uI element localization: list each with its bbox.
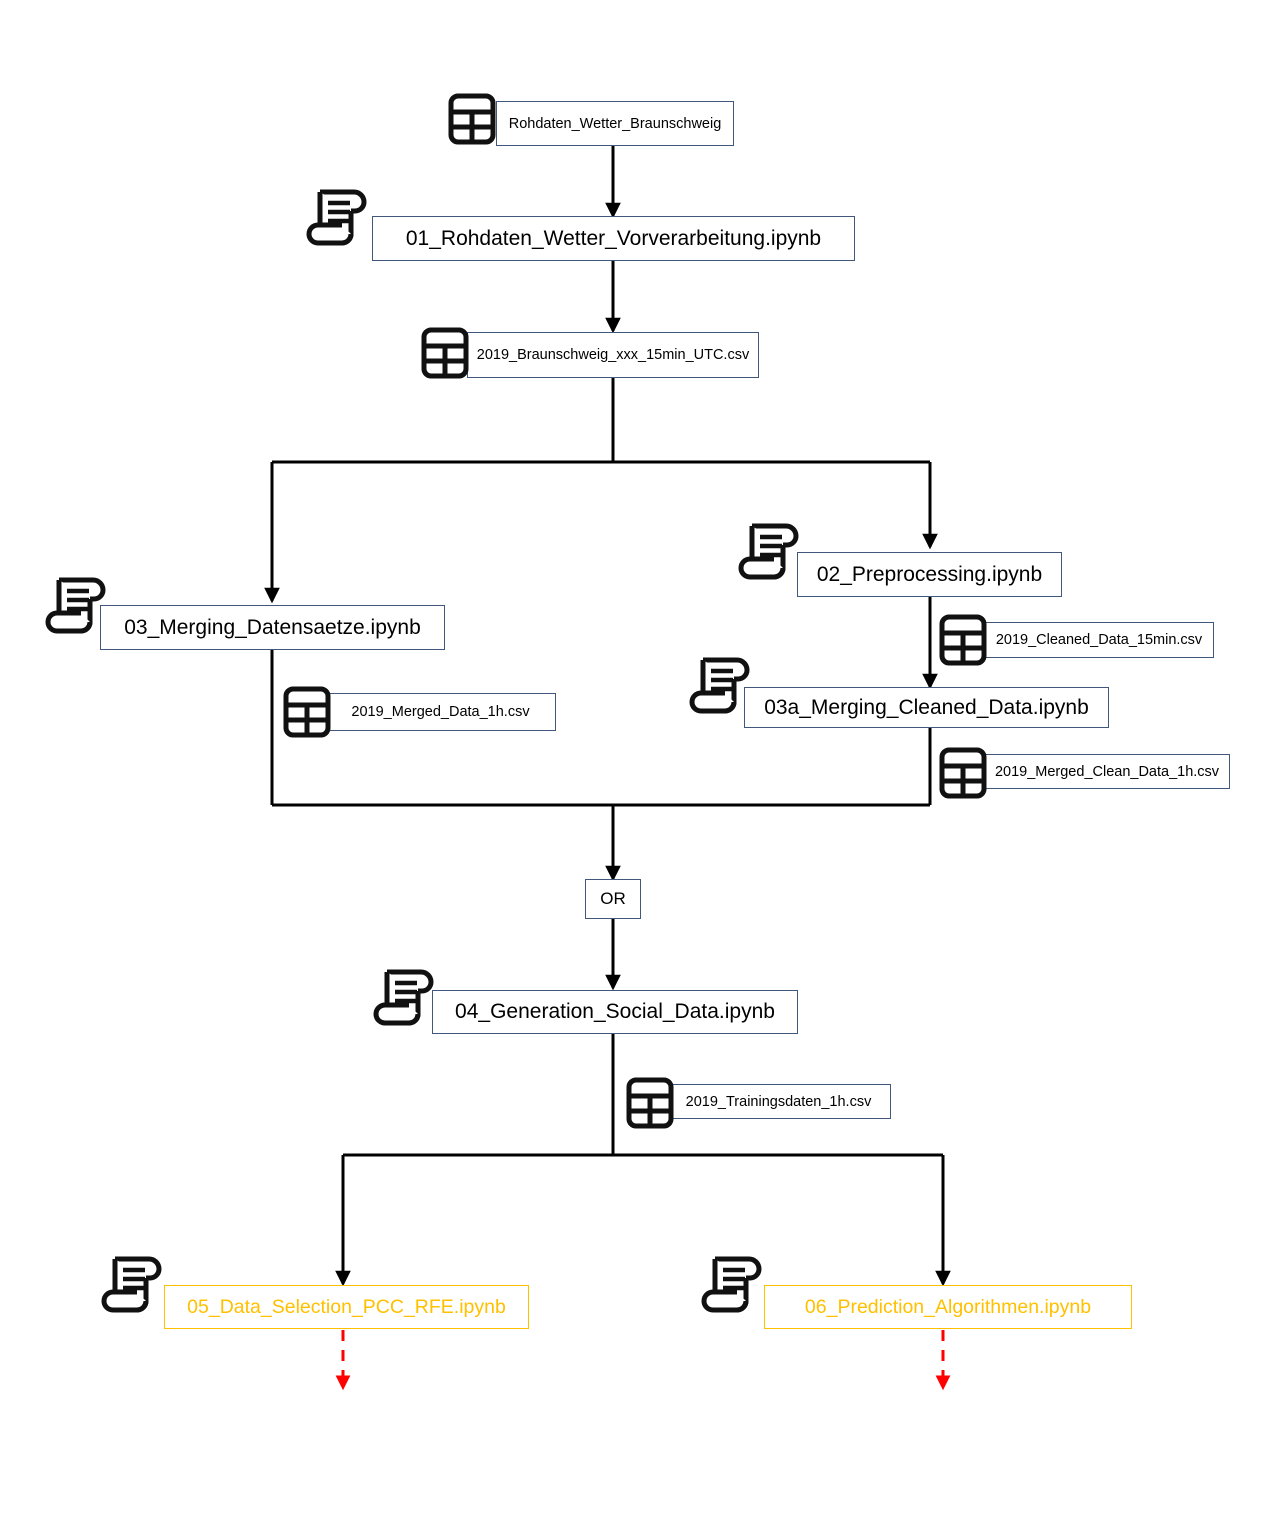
scroll-icon (370, 962, 442, 1040)
node-04-generation-social-data[interactable]: 04_Generation_Social_Data.ipynb (432, 990, 798, 1034)
table-icon (625, 1075, 675, 1131)
node-2019-merged-clean-data-1h-csv[interactable]: 2019_Merged_Clean_Data_1h.csv (984, 754, 1230, 789)
node-03-merging-datensaetze[interactable]: 03_Merging_Datensaetze.ipynb (100, 605, 445, 650)
node-2019-trainingsdaten-1h-csv[interactable]: 2019_Trainingsdaten_1h.csv (666, 1084, 891, 1119)
node-rohdaten-wetter-braunschweig[interactable]: Rohdaten_Wetter_Braunschweig (496, 101, 734, 146)
node-2019-braunschweig-15min-utc-csv[interactable]: 2019_Braunschweig_xxx_15min_UTC.csv (467, 332, 759, 378)
node-05-data-selection-pcc-rfe[interactable]: 05_Data_Selection_PCC_RFE.ipynb (164, 1285, 529, 1329)
table-icon (447, 91, 497, 147)
node-2019-merged-data-1h-csv[interactable]: 2019_Merged_Data_1h.csv (325, 693, 556, 731)
scroll-icon (735, 516, 807, 594)
table-icon (938, 612, 988, 668)
scroll-icon (42, 570, 114, 648)
node-02-preprocessing[interactable]: 02_Preprocessing.ipynb (797, 552, 1062, 597)
node-2019-cleaned-data-15min-csv[interactable]: 2019_Cleaned_Data_15min.csv (984, 622, 1214, 658)
node-01-rohdaten-wetter-vorverarbeitung[interactable]: 01_Rohdaten_Wetter_Vorverarbeitung.ipynb (372, 216, 855, 261)
table-icon (938, 745, 988, 801)
scroll-icon (98, 1249, 170, 1327)
scroll-icon (698, 1249, 770, 1327)
table-icon (282, 684, 332, 740)
node-06-prediction-algorithmen[interactable]: 06_Prediction_Algorithmen.ipynb (764, 1285, 1132, 1329)
node-03a-merging-cleaned-data[interactable]: 03a_Merging_Cleaned_Data.ipynb (744, 687, 1109, 728)
scroll-icon (303, 182, 375, 260)
scroll-icon (686, 650, 758, 728)
node-or-gate[interactable]: OR (585, 879, 641, 919)
table-icon (420, 325, 470, 381)
